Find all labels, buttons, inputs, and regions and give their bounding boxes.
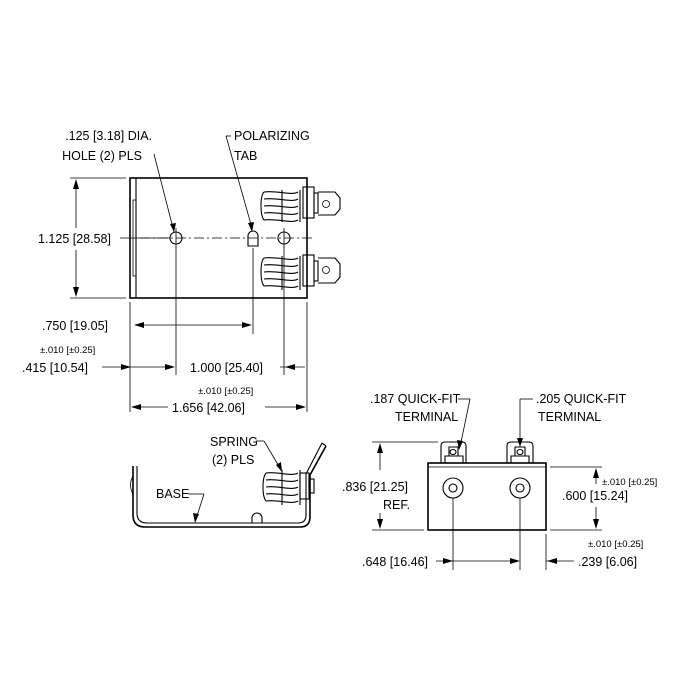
hole-pls-label: HOLE (2) PLS [62, 149, 142, 163]
top-view [129, 177, 341, 299]
side-view: SPRING (2) PLS BASE [130, 435, 327, 528]
terminal-187 [440, 441, 467, 499]
polarizing-tab [247, 230, 259, 247]
spring-top [260, 186, 341, 222]
terminal-205 [506, 441, 534, 499]
term187-label-a: .187 QUICK-FIT [370, 392, 461, 406]
top-view-dimensions: .125 [3.18] DIA. HOLE (2) PLS POLARIZING… [22, 129, 310, 415]
dim-239: .239 [6.06] [578, 555, 637, 569]
dim-600: .600 [15.24] [562, 489, 628, 503]
ref-label: REF. [383, 498, 410, 512]
term205-label-a: .205 QUICK-FIT [536, 392, 627, 406]
dim-836: .836 [21.25] [342, 480, 408, 494]
hole-dia-label: .125 [3.18] DIA. [65, 129, 152, 143]
tol-1656: ±.010 [±0.25] [198, 386, 253, 397]
tol-239: ±.010 [±0.25] [588, 539, 643, 550]
side-spring [262, 470, 315, 505]
dim-648: .648 [16.46] [362, 555, 428, 569]
height-dim: 1.125 [28.58] [38, 232, 111, 246]
dim-1000: 1.000 [25.40] [190, 361, 263, 375]
polarizing-label: POLARIZING [234, 129, 310, 143]
dim-750: .750 [19.05] [42, 319, 108, 333]
term187-label-b: TERMINAL [395, 410, 458, 424]
dim-415: .415 [10.54] [22, 361, 88, 375]
dim-1656: 1.656 [42.06] [172, 401, 245, 415]
base-label: BASE [156, 487, 189, 501]
spring-bottom [260, 254, 341, 290]
end-view [427, 441, 547, 531]
end-view-dimensions: .187 QUICK-FIT TERMINAL .205 QUICK-FIT T… [342, 392, 657, 570]
spring-pls-label: (2) PLS [212, 453, 254, 467]
term205-label-b: TERMINAL [538, 410, 601, 424]
tab-label: TAB [234, 149, 257, 163]
spring-label: SPRING [210, 435, 258, 449]
tol-415: ±.010 [±0.25] [40, 345, 95, 356]
base-profile [132, 445, 327, 528]
end-view-body [427, 462, 547, 531]
tol-600: ±.010 [±0.25] [602, 477, 657, 488]
